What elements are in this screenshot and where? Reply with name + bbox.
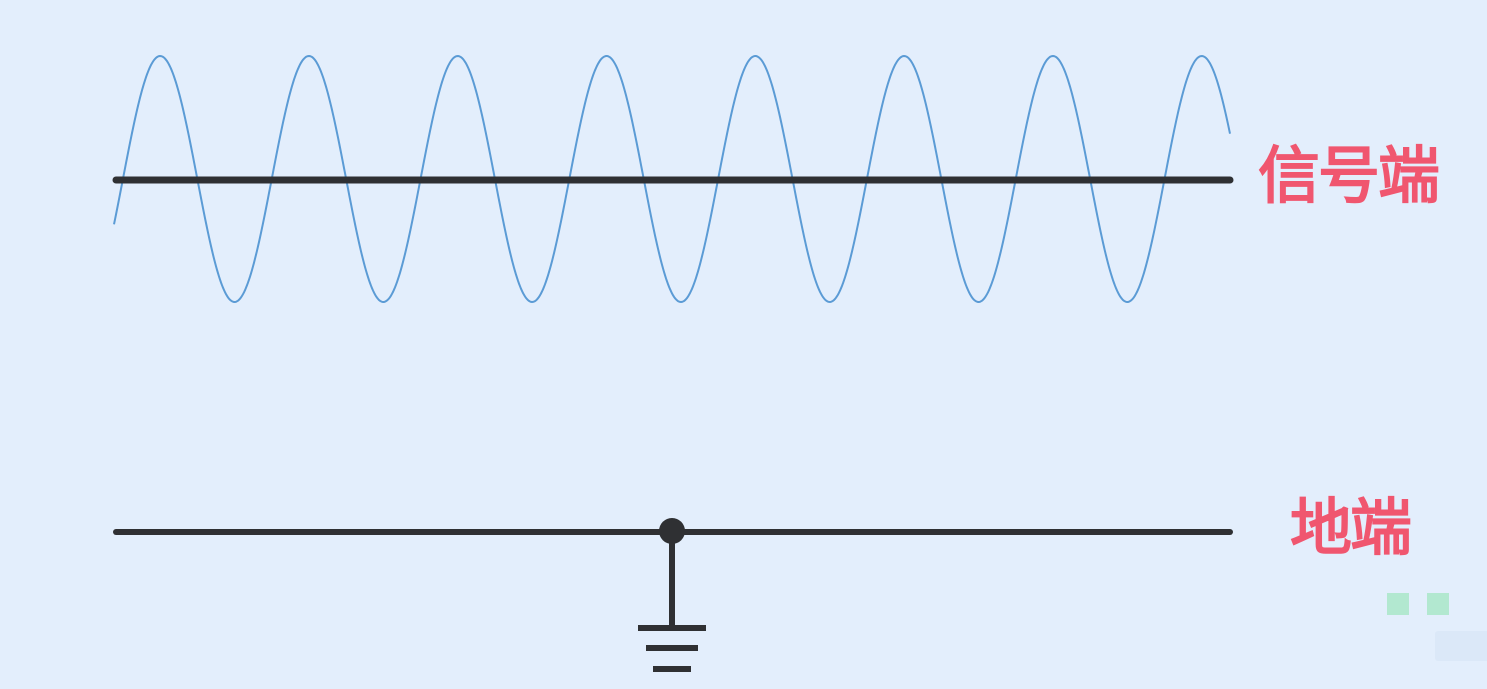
indicator-square xyxy=(1427,593,1449,615)
corner-tab xyxy=(1435,631,1487,661)
indicator-square xyxy=(1387,593,1409,615)
ground-terminal-label: 地端 xyxy=(1290,491,1412,564)
signal-sine-wave xyxy=(113,54,1231,304)
signal-terminal-label: 信号端 xyxy=(1258,139,1440,212)
ground-symbol-icon xyxy=(638,531,706,672)
